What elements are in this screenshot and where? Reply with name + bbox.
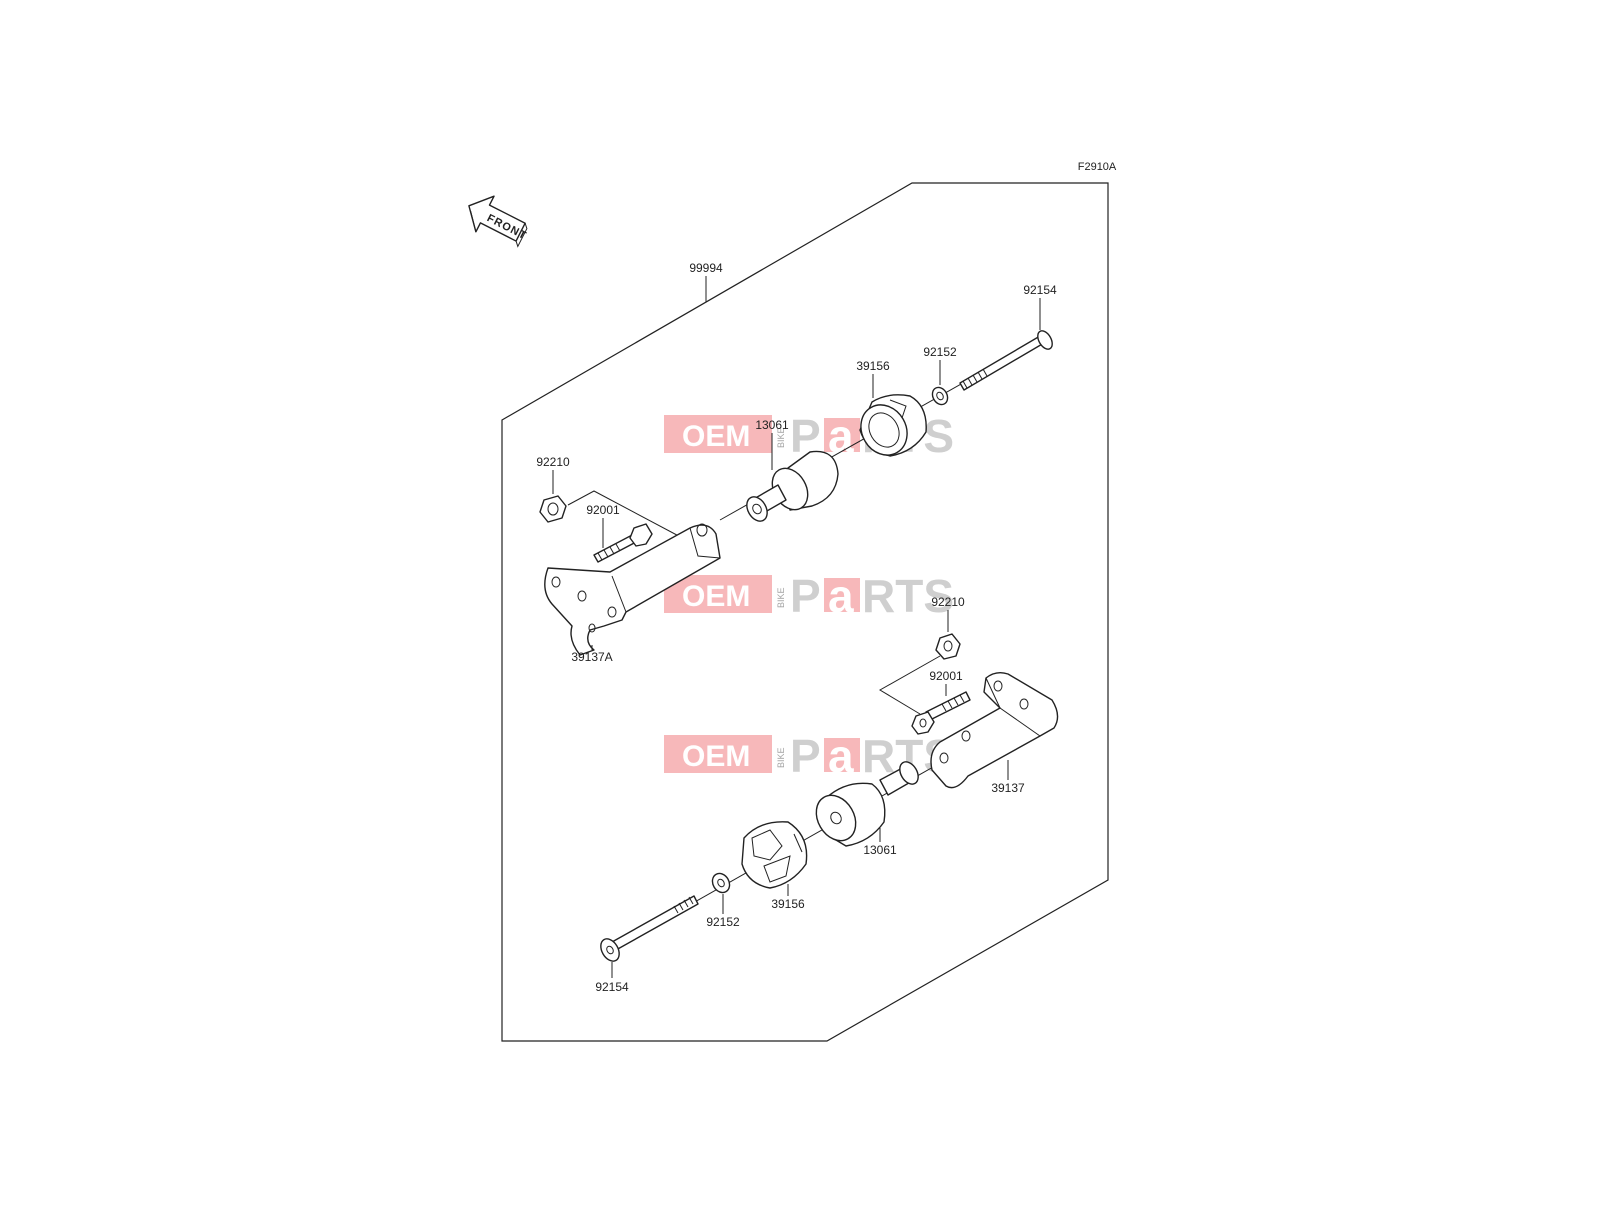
svg-text:P: P [790, 570, 821, 622]
svg-text:BIKE: BIKE [776, 427, 786, 448]
label-lower-39137: 39137 [991, 781, 1025, 795]
upper-slider-cap-part [859, 394, 927, 457]
upper-connector-lines [567, 490, 691, 543]
label-upper-39137A: 39137A [571, 650, 612, 664]
label-lower-92152: 92152 [706, 915, 740, 929]
upper-slider-part [746, 450, 839, 522]
label-upper-92001: 92001 [586, 503, 620, 517]
svg-text:a: a [828, 410, 854, 462]
label-upper-92210: 92210 [536, 455, 570, 469]
svg-text:BIKE: BIKE [776, 587, 786, 608]
label-upper-13061: 13061 [755, 418, 789, 432]
front-arrow-icon: FRONT [468, 195, 529, 248]
lower-bracket-part [930, 671, 1059, 789]
upper-washer-part [931, 386, 949, 406]
upper-bolt-long-part [959, 330, 1053, 391]
watermark-middle: OEM BIKE P a RTS [664, 570, 954, 622]
lower-nut-part [935, 633, 961, 660]
label-upper-92154: 92154 [1023, 283, 1057, 297]
assembly-outline [501, 182, 1109, 1042]
lower-connector-lines [879, 655, 941, 715]
lower-bolt-long-part [600, 895, 699, 962]
upper-nut-part [539, 495, 567, 523]
svg-text:OEM: OEM [682, 420, 750, 453]
upper-bolt-short-part [593, 523, 653, 563]
svg-text:a: a [828, 570, 854, 622]
lower-washer-part [711, 872, 731, 894]
svg-text:BIKE: BIKE [776, 747, 786, 768]
label-lower-13061: 13061 [863, 843, 897, 857]
svg-text:OEM: OEM [682, 740, 750, 773]
diagram-code: F2910A [1078, 161, 1117, 173]
lower-slider-cap-part [741, 821, 808, 889]
svg-text:OEM: OEM [682, 580, 750, 613]
upper-bracket-part [544, 523, 721, 656]
lower-bolt-short-part [911, 691, 971, 735]
svg-text:a: a [828, 730, 854, 782]
label-assembly-99994: 99994 [689, 261, 723, 275]
label-lower-92210: 92210 [931, 595, 965, 609]
lower-slider-part [815, 761, 919, 847]
svg-text:P: P [790, 730, 821, 782]
svg-text:RTS: RTS [862, 570, 954, 622]
label-lower-39156: 39156 [771, 897, 805, 911]
label-lower-92001: 92001 [929, 669, 963, 683]
label-lower-92154: 92154 [595, 980, 629, 994]
label-upper-39156: 39156 [856, 359, 890, 373]
label-upper-92152: 92152 [923, 345, 957, 359]
